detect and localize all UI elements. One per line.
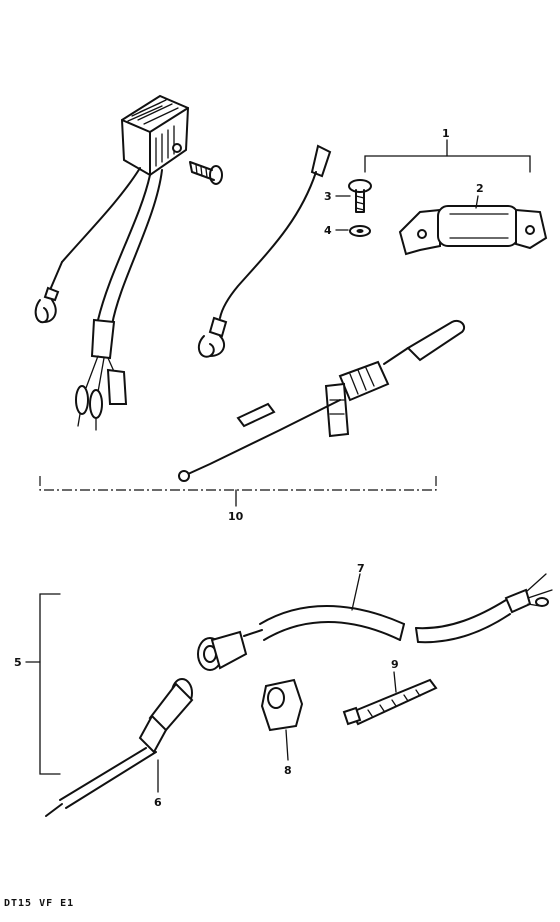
callout-4: 4	[324, 224, 332, 237]
sensor-probe-6	[45, 678, 194, 817]
callout-3: 3	[324, 190, 332, 203]
callout-9: 9	[391, 658, 399, 671]
callout-1: 1	[442, 127, 450, 140]
wire-harness-10	[178, 320, 466, 482]
cable-7	[197, 573, 553, 671]
lead-wire	[197, 144, 332, 358]
callout-2: 2	[476, 182, 484, 195]
washer-4	[335, 225, 371, 237]
bracket-10	[39, 476, 437, 507]
bracket-1	[364, 139, 531, 173]
charge-coil-2	[398, 195, 548, 256]
callout-10: 10	[228, 510, 244, 523]
rectifier-assembly	[34, 94, 190, 431]
callout-5: 5	[14, 656, 22, 669]
bracket-5	[25, 593, 61, 775]
callout-6: 6	[154, 796, 162, 809]
mounting-screw	[189, 161, 223, 185]
callout-8: 8	[284, 764, 292, 777]
callout-7: 7	[357, 562, 365, 575]
cable-tie-9	[342, 671, 438, 726]
drawing-code: DT15 VF E1	[4, 898, 75, 909]
screw-3	[335, 179, 372, 213]
grommet-8	[260, 678, 304, 761]
